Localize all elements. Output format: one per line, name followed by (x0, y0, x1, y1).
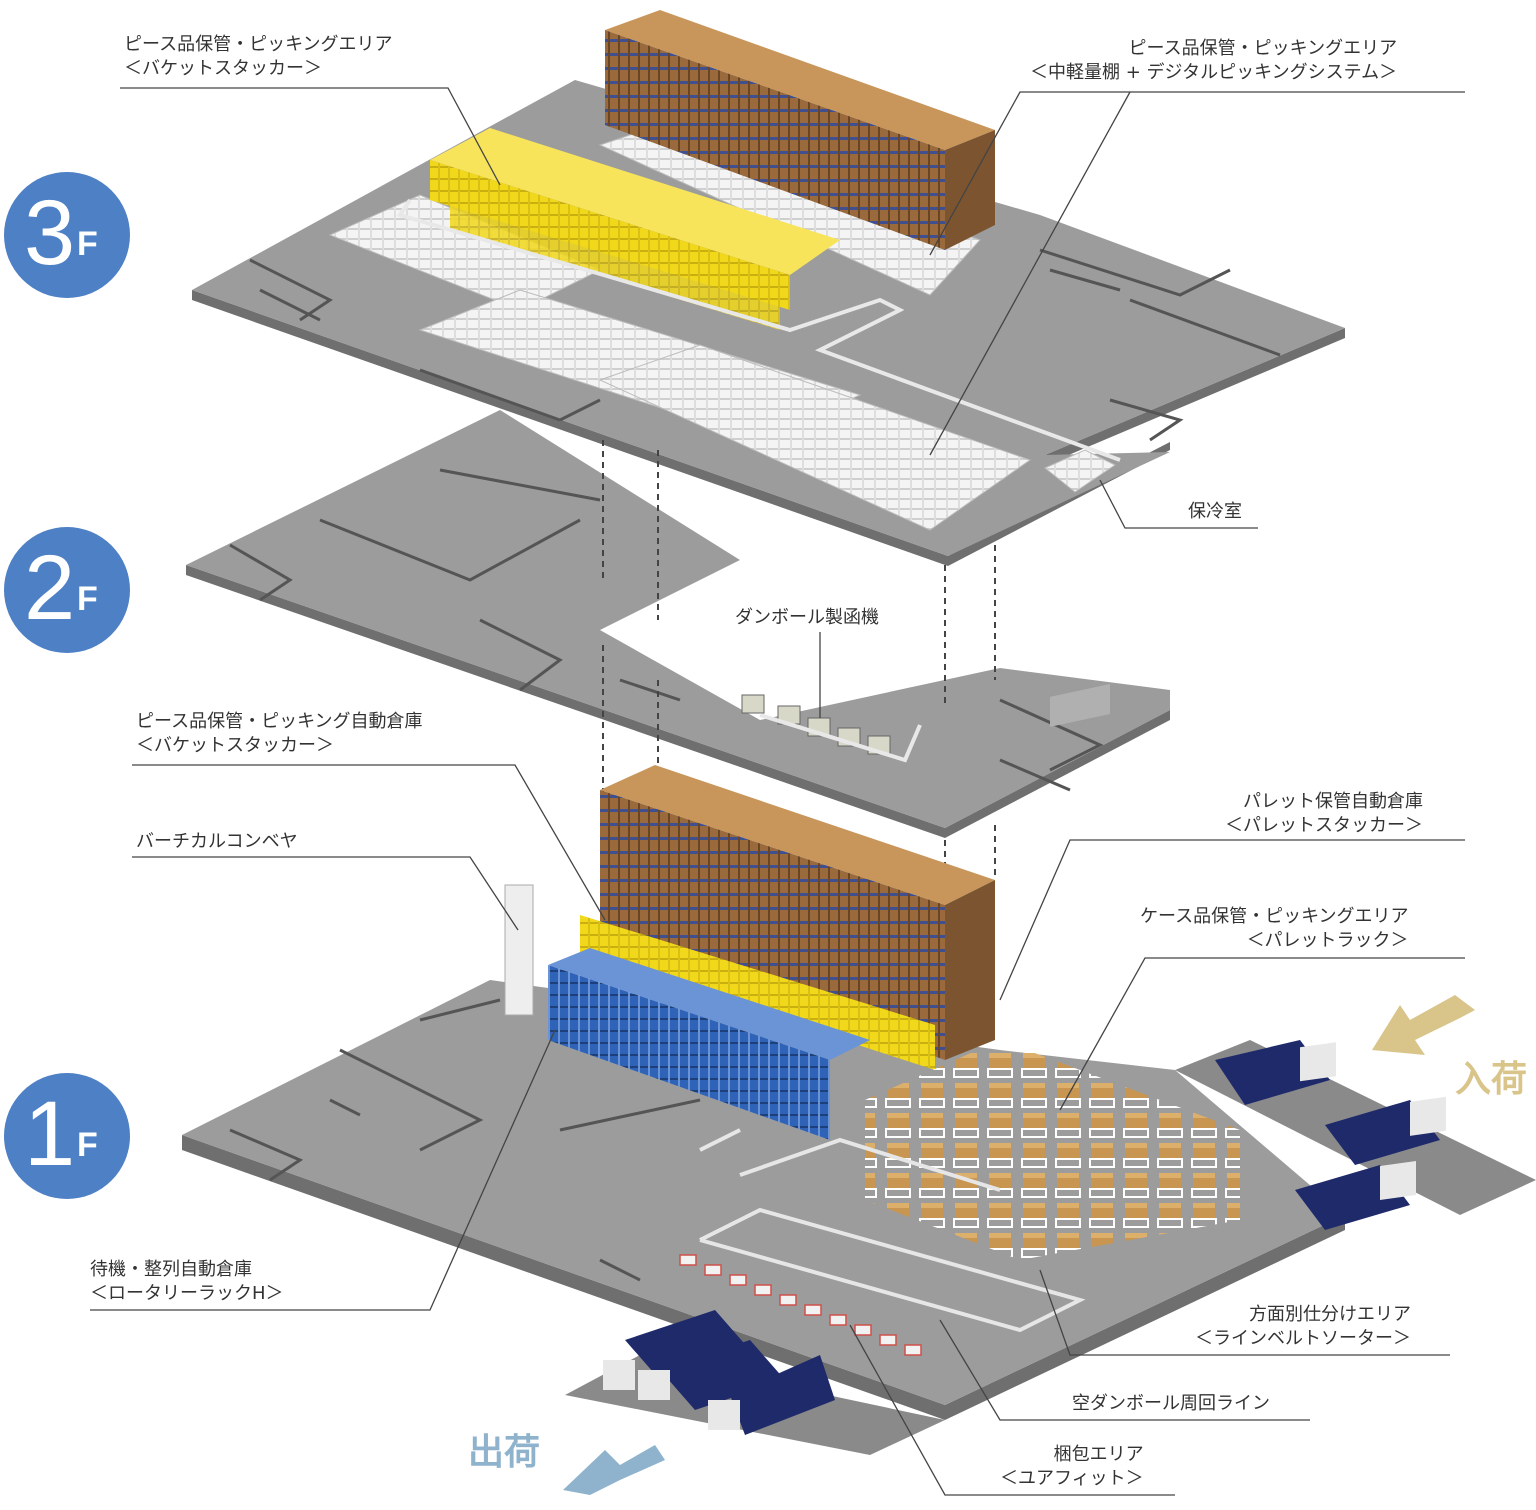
callout-packing-area: 梱包エリア ＜ユアフィット＞ (1000, 1443, 1144, 1491)
floor-number: 3 (24, 182, 76, 284)
callout-digital-picking-3f: ピース品保管・ピッキングエリア ＜中軽量棚 + デジタルピッキングシステム＞ (1030, 37, 1397, 85)
callout-rotary-rack: 待機・整列自動倉庫 ＜ロータリーラックH＞ (90, 1258, 284, 1306)
tall-rack-3f-top (605, 10, 995, 150)
callout-line2: ＜バケットスタッカー＞ (136, 735, 334, 756)
floor-3f-side-right (1045, 328, 1345, 465)
pallet-rack-area (865, 1040, 1240, 1260)
rotary-rack-face (548, 965, 830, 1140)
callout-carton-maker: ダンボール製函機 (735, 606, 879, 630)
callout-line1: 方面別仕分けエリア (1249, 1304, 1411, 1325)
callout-line1: 待機・整列自動倉庫 (90, 1259, 252, 1280)
callout-line1: ダンボール製函機 (735, 607, 879, 628)
callout-bucket-stacker-3f: ピース品保管・ピッキングエリア ＜バケットスタッカー＞ (124, 33, 393, 81)
callout-line1: ピース品保管・ピッキングエリア (124, 34, 393, 55)
callout-line2: ＜パレットラック＞ (1246, 930, 1409, 951)
floor-2f (186, 410, 1170, 838)
floor-3f-walls (249, 248, 1281, 442)
floor-1f (182, 765, 1536, 1455)
callout-line1: パレット保管自動倉庫 (1243, 791, 1423, 812)
outbound-trucks (603, 1310, 835, 1435)
pallet-stacker-side (945, 880, 995, 1060)
bucket-stacker-3f-face-2 (450, 205, 780, 330)
tall-rack-3f-face (605, 30, 945, 250)
pallet-stacker-face (600, 790, 945, 1060)
callout-pallet-stacker: パレット保管自動倉庫 ＜パレットスタッカー＞ (1225, 790, 1423, 838)
callout-pallet-rack: ケース品保管・ピッキングエリア ＜パレットラック＞ (1140, 905, 1409, 953)
callout-line2: ＜中軽量棚 + デジタルピッキングシステム＞ (1030, 62, 1398, 83)
callout-line-sorter: 方面別仕分けエリア ＜ラインベルトソーター＞ (1195, 1303, 1411, 1351)
floor-suffix: F (77, 1126, 98, 1164)
callout-leader-lines (90, 87, 1465, 1496)
outbound-label: 出荷 (468, 1432, 541, 1473)
floor-suffix: F (77, 225, 98, 263)
callout-line1: ケース品保管・ピッキングエリア (1140, 906, 1409, 927)
conveyor-3f (396, 198, 1121, 462)
inbound-label: 入荷 (1455, 1059, 1528, 1100)
floor-1f-walls (229, 998, 701, 1282)
floor-3f (192, 10, 1345, 566)
callout-cold-room: 保冷室 (1188, 500, 1242, 524)
callout-line1: 梱包エリア (1053, 1444, 1144, 1465)
inbound-arrow (1372, 995, 1475, 1055)
callout-line2: ＜ラインベルトソーター＞ (1195, 1328, 1411, 1349)
callout-line2: ＜ユアフィット＞ (1000, 1468, 1144, 1489)
floor-3f-white-shelves-front (598, 344, 1032, 531)
floor-badge-3f: 3 F (4, 172, 130, 298)
bucket-stacker-3f-top (430, 128, 840, 275)
floor-2f-walls (229, 468, 1104, 792)
inbound-trucks (1215, 1040, 1446, 1230)
callout-empty-carton-loop: 空ダンボール周回ライン (1072, 1392, 1270, 1416)
vertical-conveyor-tower (504, 884, 534, 1016)
callout-vertical-conveyor: バーチカルコンベヤ (136, 830, 298, 854)
callout-line1: ピース品保管・ピッキングエリア (1128, 38, 1398, 59)
pallet-stacker-top (600, 765, 995, 905)
bucket-stacker-3f-face (430, 160, 790, 310)
cold-room-shelves (1044, 449, 1116, 493)
line-sorter (699, 1128, 1086, 1333)
floor-2f-panel (1050, 684, 1110, 727)
callout-line2: ＜ロータリーラックH＞ (90, 1283, 284, 1304)
floor-suffix: F (77, 580, 98, 618)
callout-bucket-stacker-1f: ピース品保管・ピッキング自動倉庫 ＜バケットスタッカー＞ (136, 710, 423, 758)
callout-line2: ＜パレットスタッカー＞ (1225, 815, 1423, 836)
floor-2f-top (186, 410, 1170, 828)
floor-number: 2 (24, 537, 76, 639)
floor-badge-1f: 1 F (4, 1073, 130, 1199)
callout-line2: ＜バケットスタッカー＞ (124, 58, 322, 79)
callout-line1: ピース品保管・ピッキング自動倉庫 (136, 711, 423, 732)
bucket-stacker-1f (580, 915, 935, 1070)
floor-badge-2f: 2 F (4, 527, 130, 653)
carton-makers (741, 694, 922, 763)
packing-stations (679, 1254, 922, 1356)
floor-number: 1 (24, 1083, 76, 1185)
callout-line1: バーチカルコンベヤ (136, 831, 298, 852)
callout-line1: 空ダンボール周回ライン (1072, 1393, 1270, 1414)
rotary-rack-top (548, 948, 870, 1060)
outbound-arrow (563, 1445, 665, 1495)
callout-line1: 保冷室 (1188, 501, 1242, 522)
